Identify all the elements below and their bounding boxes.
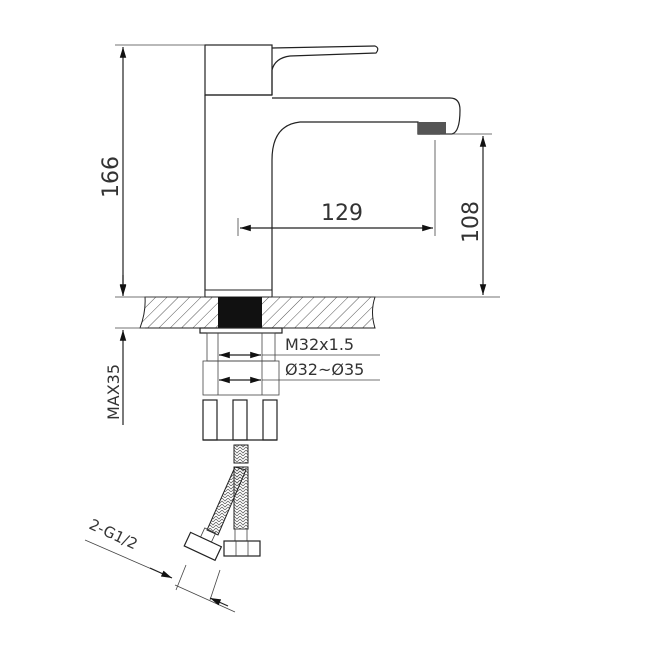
dimension-spout-height: 108 [272, 133, 500, 298]
dimension-hole-diameter: Ø32~Ø35 [219, 360, 380, 384]
label-thread: M32x1.5 [285, 335, 354, 354]
aerator [418, 122, 446, 134]
label-max35: MAX35 [104, 364, 123, 420]
hose-fitting-nut-angled [183, 531, 223, 562]
dimension-thread: M32x1.5 [219, 335, 380, 359]
fixing-nut [202, 360, 280, 396]
dimension-max-countertop: MAX35 [104, 275, 145, 425]
label-166: 166 [99, 156, 124, 198]
threaded-shank [218, 297, 262, 328]
label-hole-diameter: Ø32~Ø35 [285, 360, 364, 379]
label-hose-connection: 2-G1/2 [86, 515, 140, 553]
washer [199, 327, 283, 334]
spout [204, 95, 461, 297]
supply-hoses [183, 444, 261, 562]
faucet-body [204, 44, 461, 298]
mounting-assembly [199, 297, 283, 441]
handle-block [204, 44, 273, 96]
lever-handle [271, 45, 379, 95]
slotted-nut [202, 399, 278, 441]
dimension-spout-reach: 129 [237, 140, 436, 236]
hose-angled [206, 466, 247, 536]
label-129: 129 [321, 201, 363, 226]
hose-fitting-nut [223, 540, 261, 557]
label-108: 108 [459, 201, 484, 243]
dimension-total-height: 166 [99, 44, 205, 298]
